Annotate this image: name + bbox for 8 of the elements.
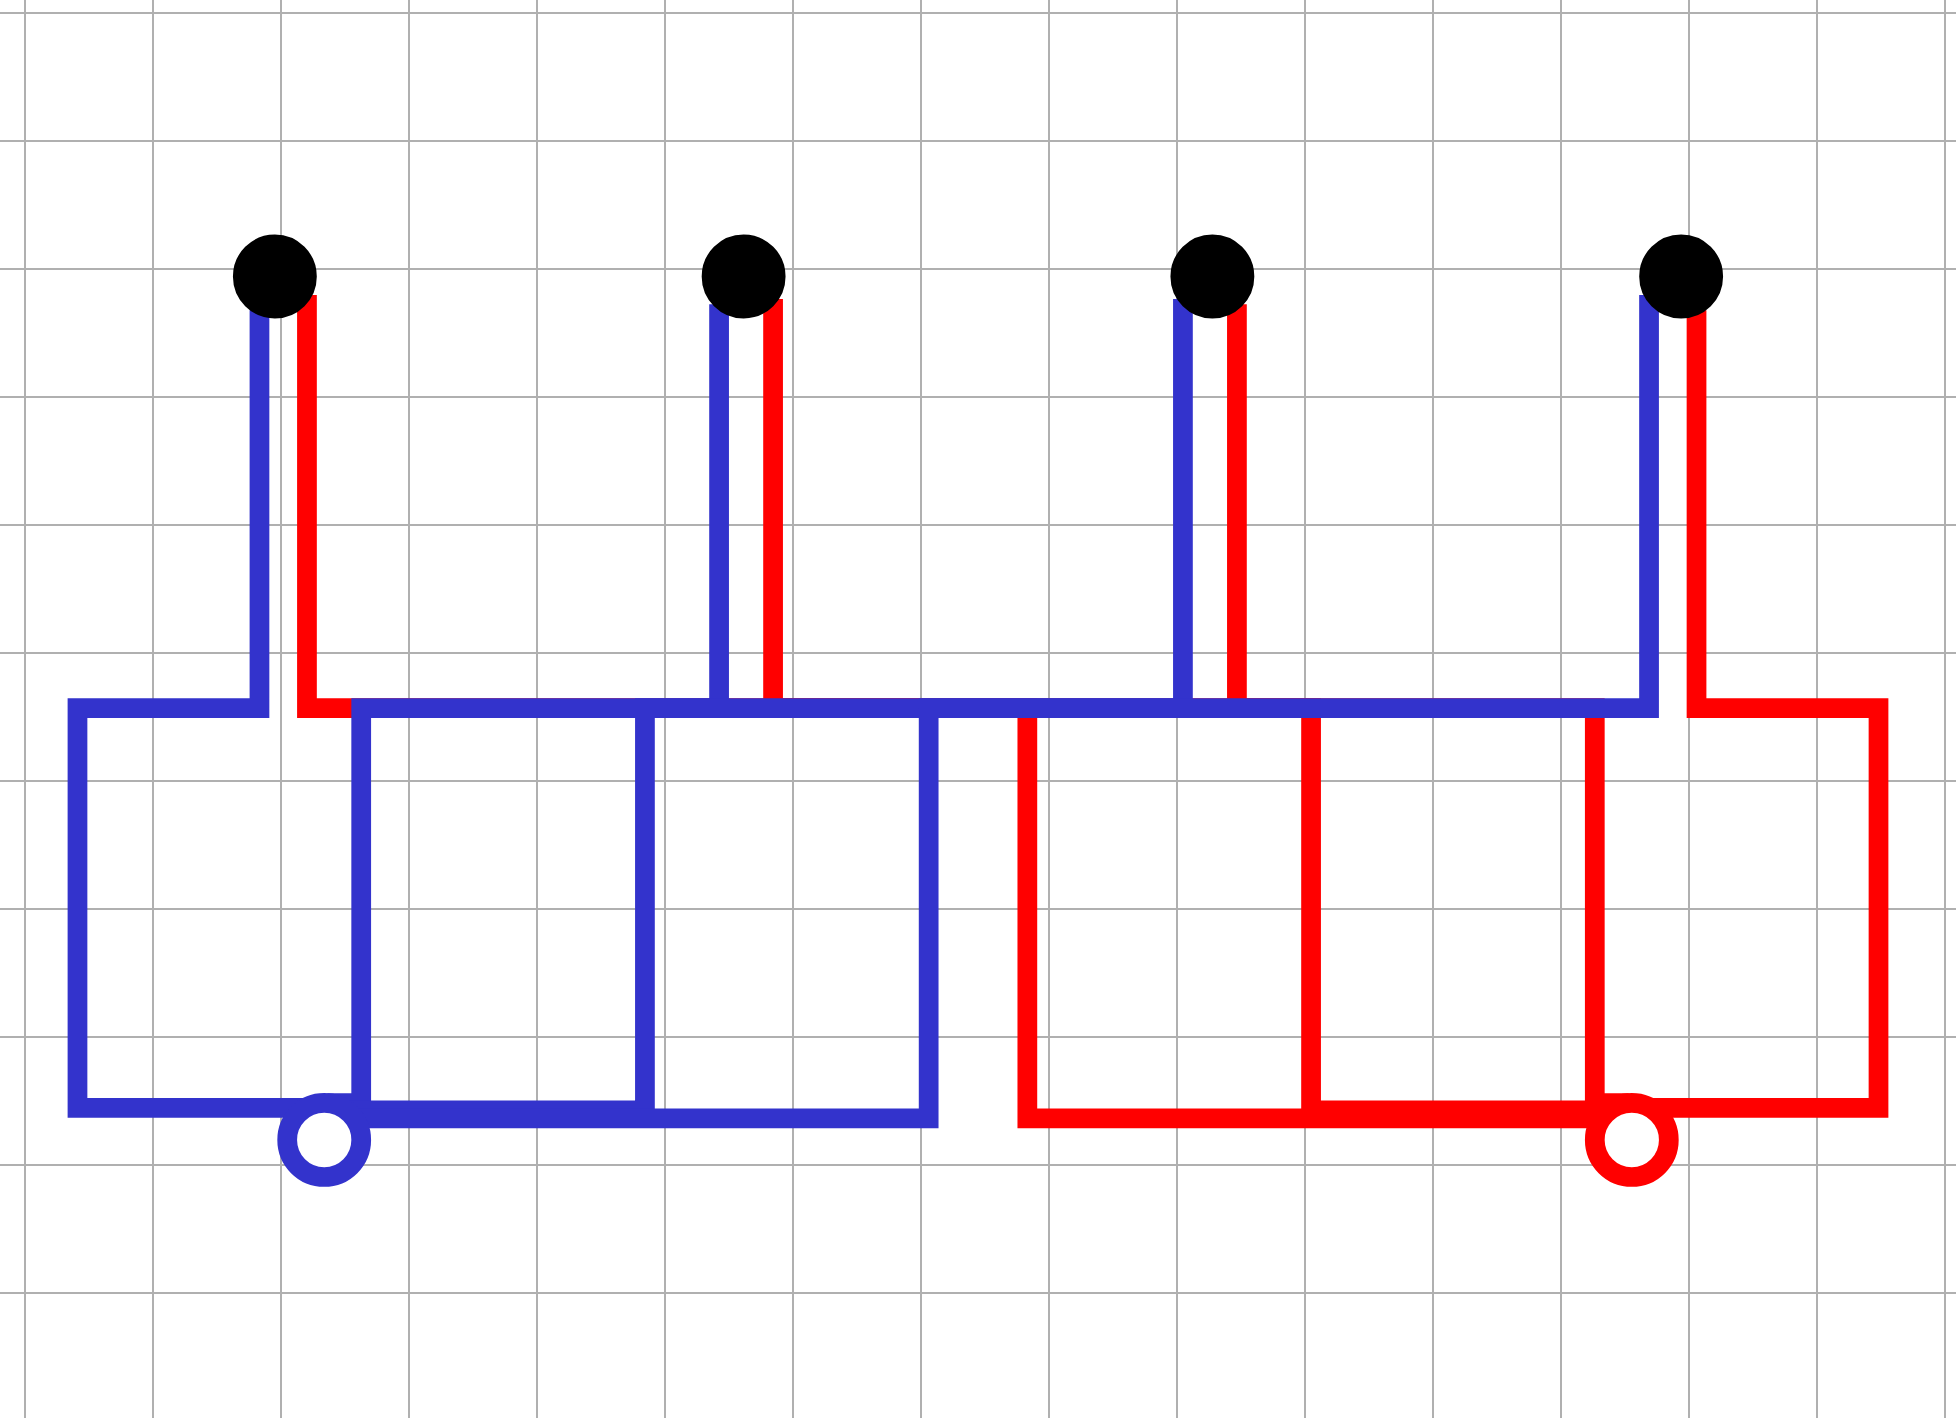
node-circle (1170, 235, 1255, 320)
node-circle (701, 235, 786, 320)
node-circle (1639, 235, 1724, 320)
node-circle (232, 235, 317, 320)
connector (67, 310, 306, 1119)
connector (1650, 310, 1889, 1119)
node-circle (1584, 1093, 1679, 1188)
node-circle (277, 1093, 372, 1188)
